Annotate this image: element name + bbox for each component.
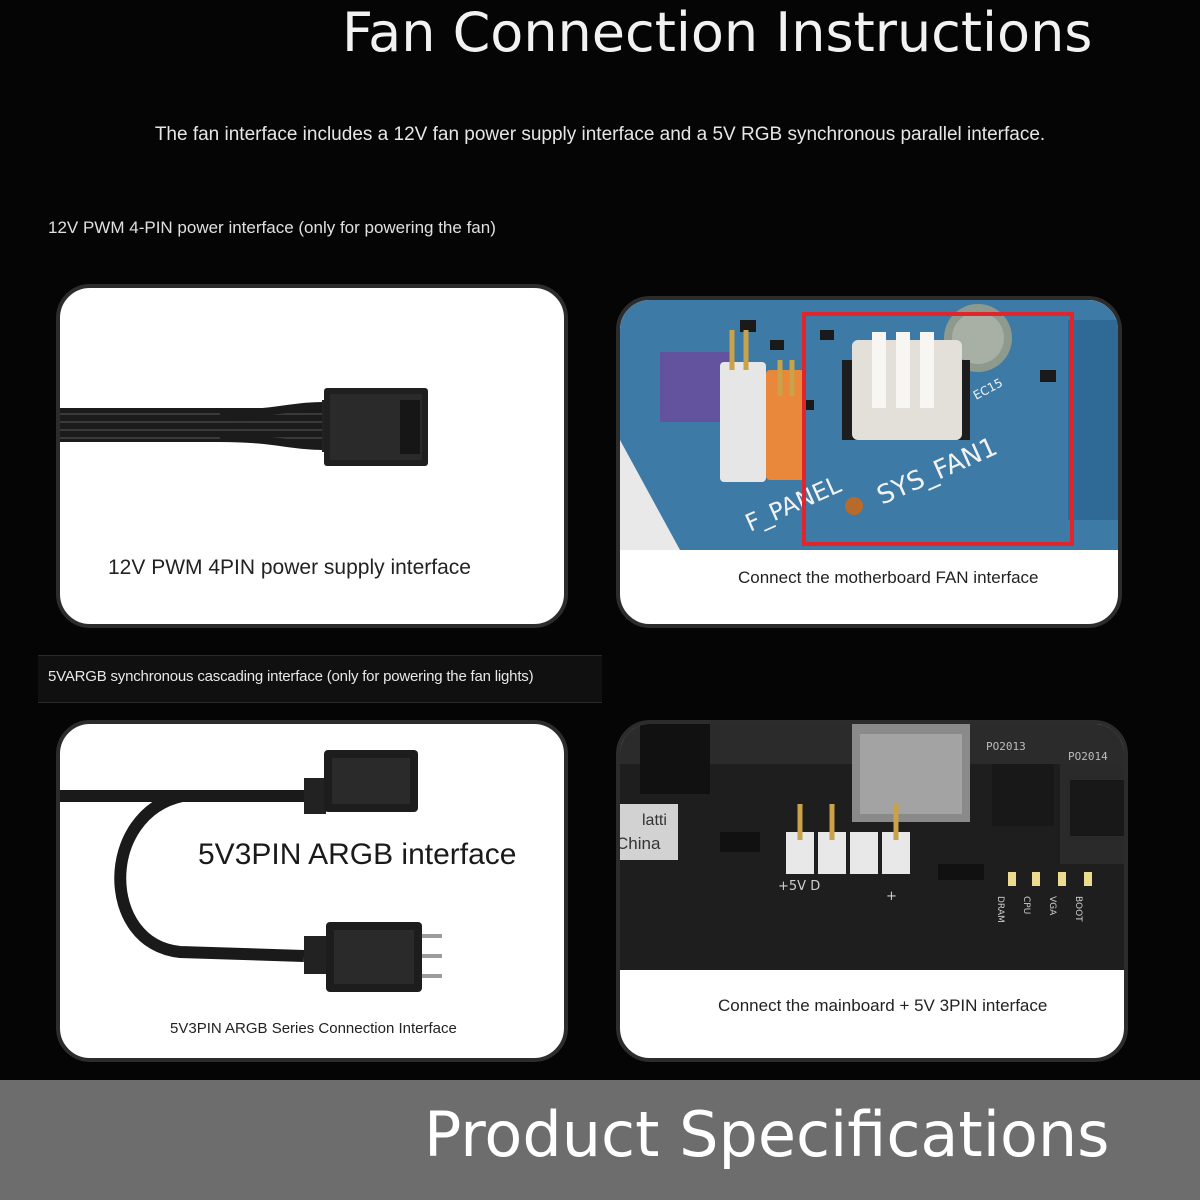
argb-interface-title: 5V3PIN ARGB interface	[198, 838, 517, 871]
motherboard-fan-photo: SYS_FAN1 F_PANEL EC15	[620, 300, 1118, 550]
label-po2013: PO2013	[986, 740, 1026, 753]
label-po2014: PO2014	[1068, 750, 1108, 763]
label-cpu: CPU	[1021, 896, 1031, 914]
page-title: Fan Connection Instructions	[342, 1, 1093, 64]
section-label-5v-bar: 5VARGB synchronous cascading interface (…	[38, 655, 602, 703]
cable-4pin-image	[60, 388, 428, 466]
footer-title: Product Specifications	[424, 1098, 1110, 1171]
page-subtitle: The fan interface includes a 12V fan pow…	[154, 124, 1046, 145]
card-fan-caption: Connect the motherboard FAN interface	[738, 568, 1039, 587]
label-boot: BOOT	[1073, 896, 1083, 922]
label-plus: +	[886, 889, 897, 904]
footer-bar: Product Specifications	[0, 1080, 1200, 1200]
mainboard-argb-photo: PO2013 PO2014 +5V D + DRAM CPU VGA BOOT	[620, 724, 1124, 970]
argb-cable-image	[60, 750, 442, 992]
label-5v-d: +5V D	[778, 879, 820, 894]
section-label-12v: 12V PWM 4-PIN power interface (only for …	[48, 218, 496, 237]
label-dram: DRAM	[995, 896, 1005, 923]
card-motherboard-fan: SYS_FAN1 F_PANEL EC15 Connect the mother…	[616, 296, 1122, 628]
card-12v-caption: 12V PWM 4PIN power supply interface	[108, 556, 471, 579]
section-label-5v: 5VARGB synchronous cascading interface (…	[48, 668, 534, 685]
overlay-tag-line1: latti	[642, 812, 667, 829]
card-argb-caption: Connect the mainboard + 5V 3PIN interfac…	[718, 996, 1048, 1015]
label-vga: VGA	[1047, 896, 1057, 916]
highlight-box	[802, 312, 1074, 546]
card-12v-cable: 12V PWM 4PIN power supply interface	[56, 284, 568, 628]
card-mainboard-argb: PO2013 PO2014 +5V D + DRAM CPU VGA BOOT …	[616, 720, 1128, 1062]
argb-cable-caption: 5V3PIN ARGB Series Connection Interface	[170, 1020, 457, 1037]
overlay-tag-line2: China	[616, 834, 661, 853]
card-argb-cable: 5V3PIN ARGB interface 5V3PIN ARGB Series…	[56, 720, 568, 1062]
overlay-tag: latti China	[616, 804, 678, 860]
